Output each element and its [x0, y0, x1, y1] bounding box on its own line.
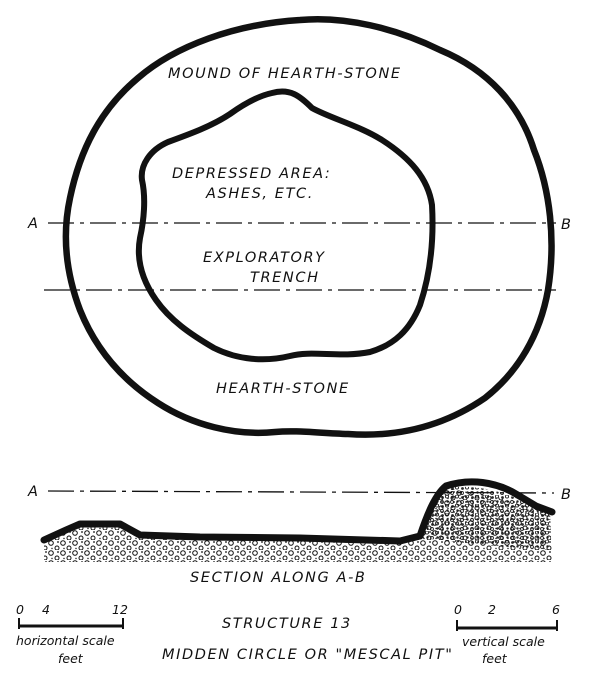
- section-caption: SECTION ALONG A-B: [190, 570, 366, 586]
- vscale-tick-2: 2: [488, 602, 496, 617]
- trench-label: TRENCH: [250, 270, 320, 286]
- hscale-tick-12: 12: [112, 602, 128, 617]
- ashes-label: ASHES, ETC.: [205, 186, 314, 202]
- plan-point-a: A: [27, 216, 40, 232]
- section-surface-profile: [40, 478, 556, 545]
- section-line-a-b-profile: [47, 490, 555, 494]
- section-gravel-fill: [44, 488, 552, 562]
- section-view: A B SECTION ALONG A-B: [27, 478, 573, 586]
- title-description: MIDDEN CIRCLE OR "MESCAL PIT": [162, 647, 454, 663]
- vscale-tick-0: 0: [454, 602, 462, 617]
- exploratory-label: EXPLORATORY: [203, 250, 326, 266]
- section-point-b: B: [561, 487, 573, 503]
- plan-view: A B MOUND OF HEARTH-STONE DEPRESSED AREA…: [27, 16, 573, 438]
- vscale-unit: feet: [482, 651, 508, 666]
- vertical-scale: 0 2 6 vertical scale feet: [454, 602, 560, 666]
- hearth-stone-label: HEARTH-STONE: [216, 381, 350, 397]
- section-stone-mound: [420, 486, 550, 550]
- figure-title: STRUCTURE 13 MIDDEN CIRCLE OR "MESCAL PI…: [162, 616, 454, 663]
- inner-depression-outline: [135, 88, 436, 363]
- title-structure: STRUCTURE 13: [222, 616, 352, 632]
- hscale-tick-4: 4: [42, 602, 50, 617]
- hscale-tick-0: 0: [16, 602, 24, 617]
- horizontal-scale: 0 4 12 horizontal scale feet: [16, 602, 128, 666]
- vscale-tick-6: 6: [552, 602, 560, 617]
- vscale-caption: vertical scale: [462, 634, 545, 649]
- hscale-caption: horizontal scale: [16, 633, 115, 648]
- outer-mound-label: MOUND OF HEARTH-STONE: [168, 66, 402, 82]
- depressed-area-label: DEPRESSED AREA:: [172, 166, 331, 182]
- hscale-unit: feet: [58, 651, 84, 666]
- plan-point-b: B: [561, 217, 573, 233]
- outer-mound-outline: [62, 16, 555, 438]
- section-point-a: A: [27, 484, 40, 500]
